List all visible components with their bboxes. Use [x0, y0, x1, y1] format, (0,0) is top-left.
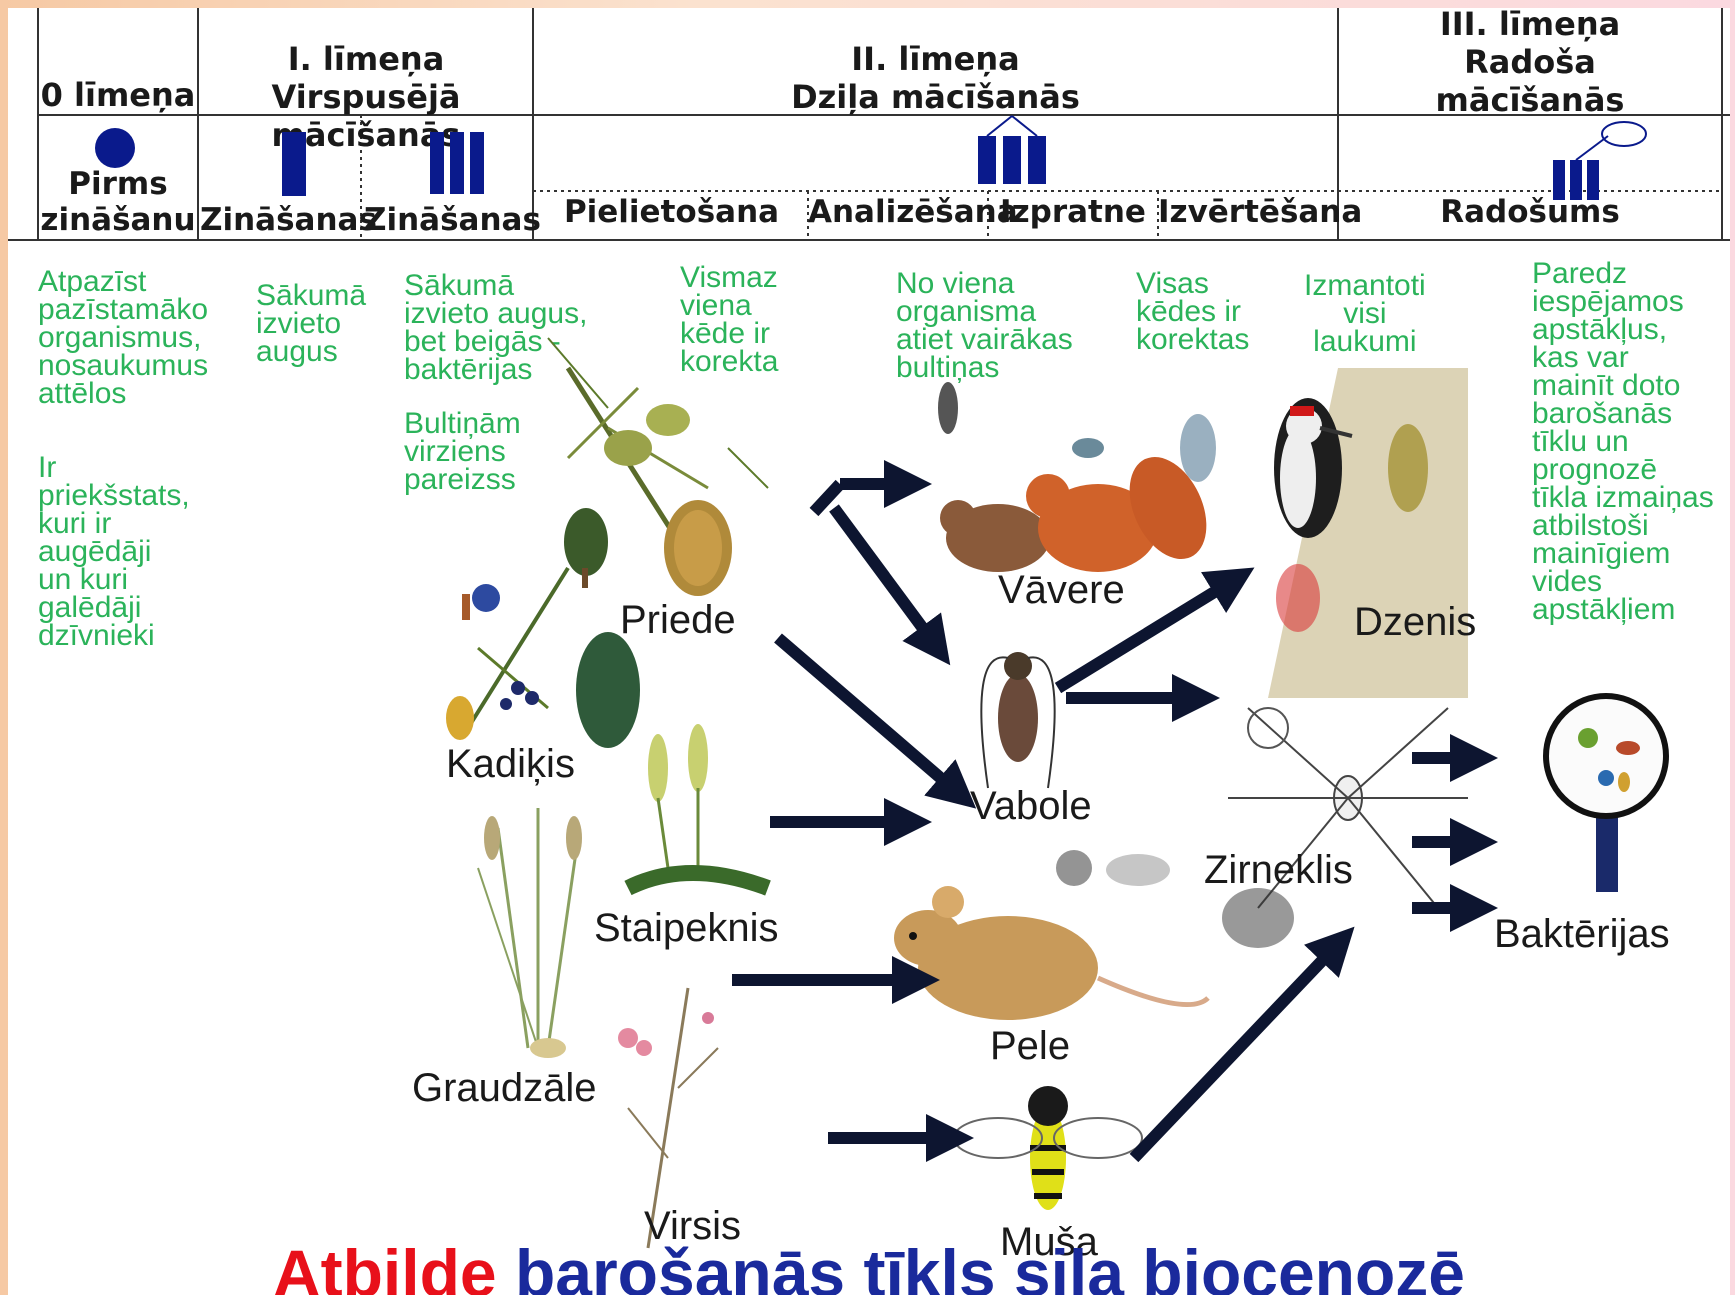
- label-staipeknis: Staipeknis: [594, 906, 779, 950]
- food-web-arrows: [8, 8, 1730, 1295]
- label-bakterijas: Baktērijas: [1494, 912, 1670, 956]
- label-kadikis: Kadiķis: [446, 742, 575, 786]
- label-vabole: Vabole: [970, 784, 1092, 828]
- arrow-priede-vabole: [778, 638, 958, 793]
- arrow-priede-vabole-up: [834, 508, 936, 646]
- title-foodweb: barošanās tīkls sila biocenozē: [515, 1236, 1465, 1295]
- label-vavere: Vāvere: [998, 568, 1125, 612]
- label-priede: Priede: [620, 598, 736, 642]
- slide: 0 līmeņa I. līmeņa Virspusējā mācīšanās …: [8, 8, 1730, 1295]
- title-answer: Atbilde: [273, 1236, 497, 1295]
- label-pele: Pele: [990, 1024, 1070, 1068]
- label-zirneklis: Zirneklis: [1204, 848, 1353, 892]
- label-dzenis: Dzenis: [1354, 600, 1476, 644]
- label-graudzale: Graudzāle: [412, 1066, 597, 1110]
- slide-title: Atbilde barošanās tīkls sila biocenozē: [8, 1240, 1730, 1295]
- arrow-musa-zirneklis: [1134, 944, 1338, 1158]
